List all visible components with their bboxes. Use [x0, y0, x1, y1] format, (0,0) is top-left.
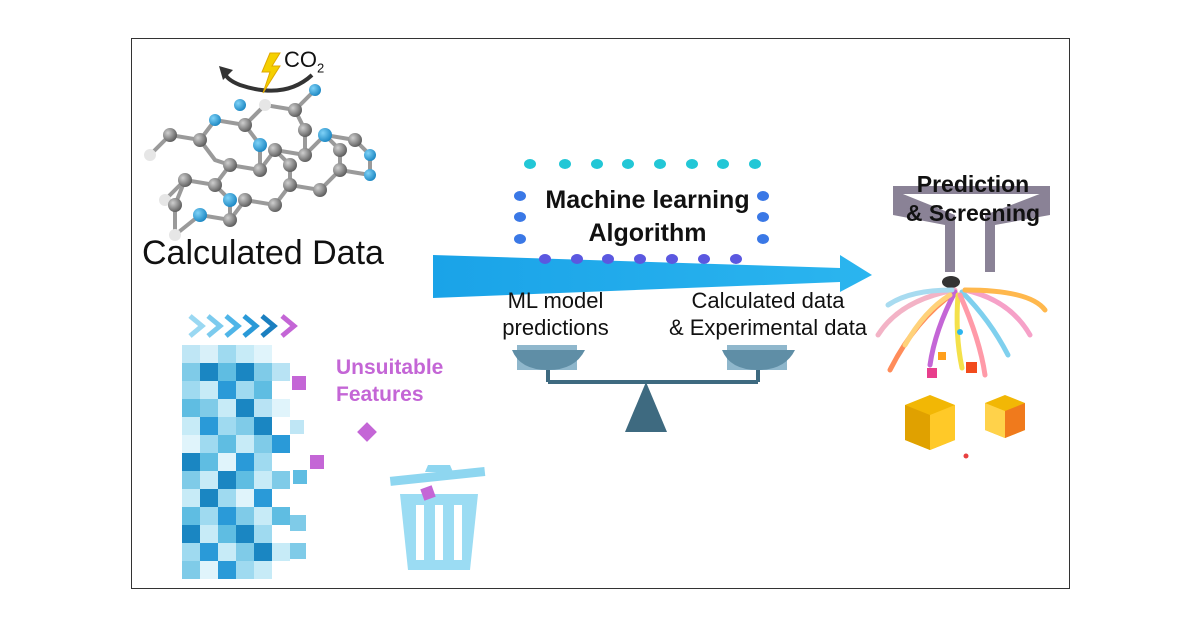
- ml-algorithm-title: Machine learning Algorithm: [545, 186, 750, 247]
- figure-frame: [131, 38, 1070, 589]
- calculated-experimental-label: Calculated data & Experimental data: [668, 288, 868, 340]
- chevron-arrows-icon: [188, 314, 298, 338]
- burst-ribbons: [875, 287, 1048, 378]
- calculated-data-label: Calculated Data: [142, 234, 384, 272]
- balance-scale-icon: [512, 345, 795, 432]
- funnel-icon: [893, 186, 1050, 288]
- lightning-bolt-icon: [261, 52, 281, 94]
- trash-can-icon: [389, 465, 486, 570]
- main-flow-arrow: [433, 255, 872, 298]
- cube-icons: [905, 329, 1025, 459]
- unsuitable-features-label: Unsuitable Features: [336, 356, 444, 406]
- ml-dotted-frame: [514, 159, 769, 264]
- graphene-molecule: [144, 84, 376, 241]
- ml-predictions-label: ML model predictions: [502, 288, 609, 340]
- co2-arrowhead-icon: [219, 66, 233, 80]
- co2-label: CO2: [284, 47, 325, 76]
- unsuitable-feature-squares: [292, 376, 377, 469]
- feature-pixel-mosaic: [182, 345, 307, 579]
- prediction-screening-label: Prediction & Screening: [905, 171, 1041, 226]
